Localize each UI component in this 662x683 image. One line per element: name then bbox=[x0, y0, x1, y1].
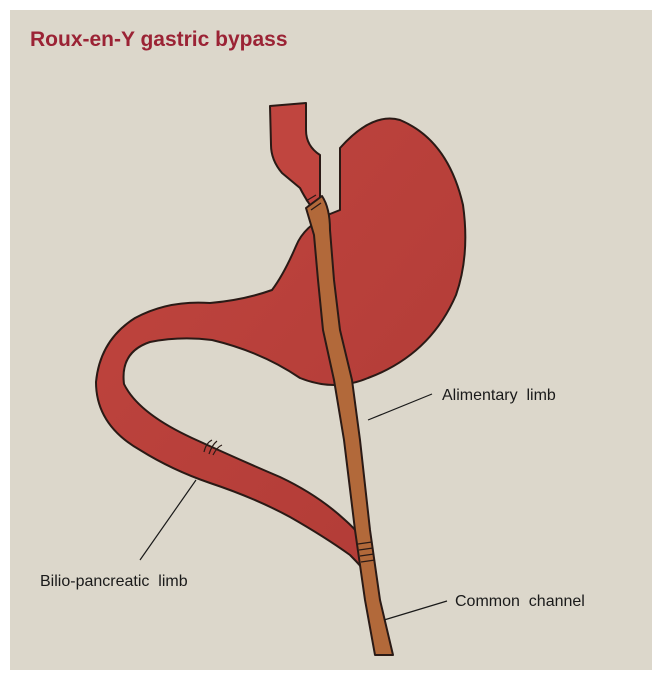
alimentary-limb-label: Alimentary limb bbox=[442, 387, 556, 404]
esophagus bbox=[270, 103, 320, 205]
bypassed-stomach-and-bilio-limb bbox=[96, 119, 465, 580]
alimentary-leader bbox=[368, 394, 432, 420]
bilio-pancreatic-limb-label: Bilio-pancreatic limb bbox=[40, 573, 188, 590]
common-channel-label: Common channel bbox=[455, 593, 585, 610]
common-leader bbox=[384, 601, 447, 620]
bilio-leader bbox=[140, 480, 196, 560]
